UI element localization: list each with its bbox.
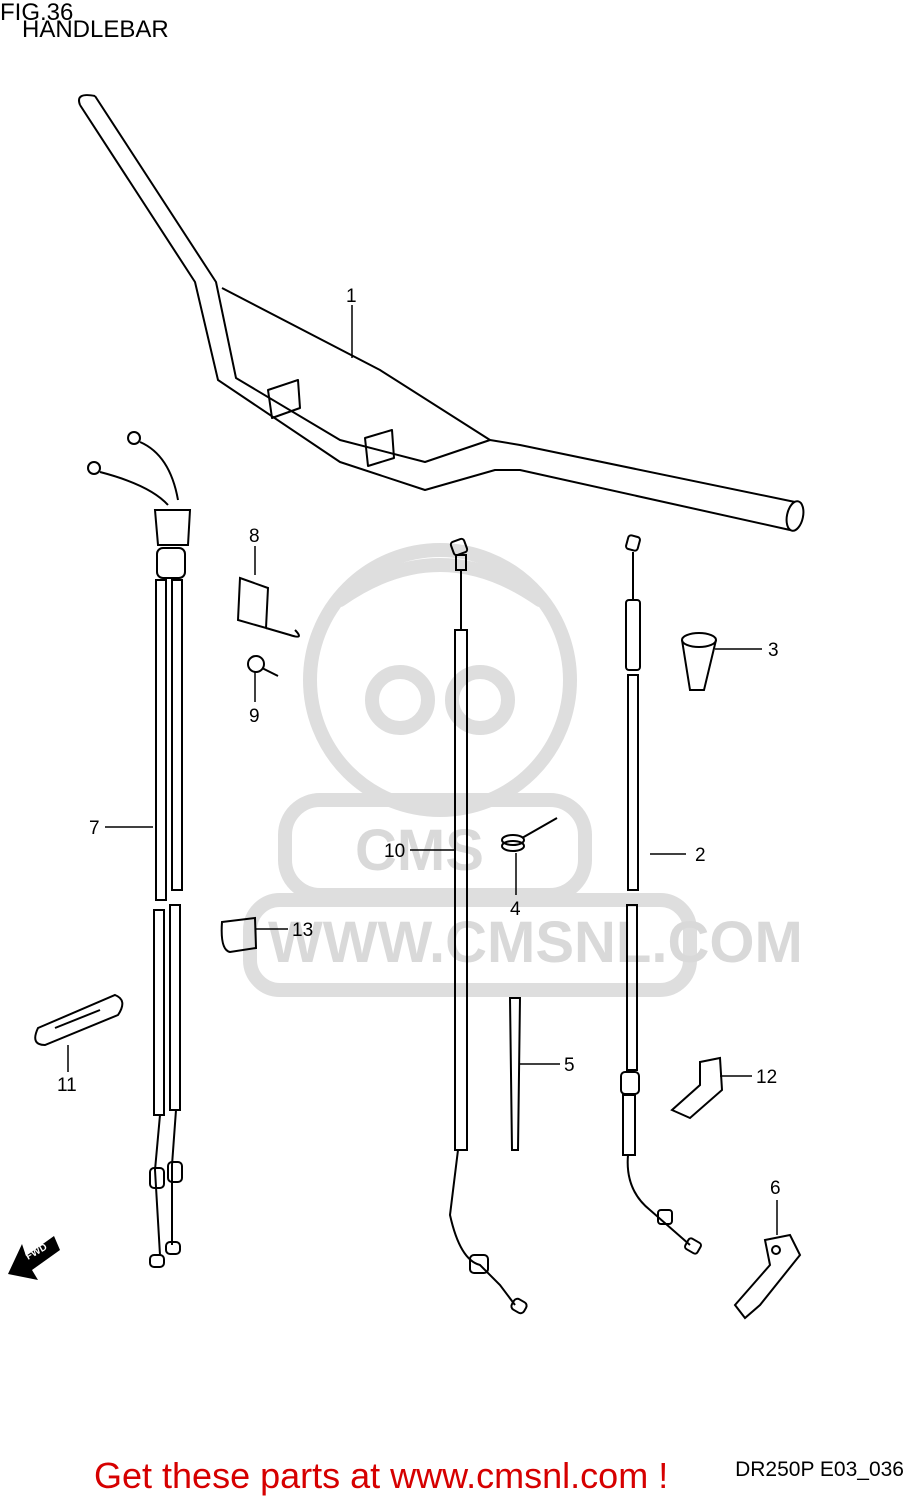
- screw-9: [247, 655, 279, 677]
- callout-11: 11: [57, 1075, 77, 1096]
- holder-11: [34, 993, 124, 1047]
- leader-lines: [67, 305, 778, 1235]
- callout-12: 12: [756, 1067, 777, 1088]
- callout-2: 2: [695, 845, 706, 866]
- grip-3: [681, 632, 717, 691]
- throttle-cables: [87, 431, 192, 1268]
- cable-2: [620, 534, 702, 1255]
- strap-5: [508, 997, 522, 1151]
- watermark: [243, 543, 697, 997]
- guide-12: [670, 1056, 724, 1120]
- figure-number: FIG.36: [0, 0, 74, 26]
- footer-link-text[interactable]: Get these parts at www.cmsnl.com !: [94, 1455, 669, 1496]
- spring-4: [501, 817, 558, 852]
- bracket-6: [733, 1233, 802, 1320]
- handlebar: [78, 94, 805, 532]
- clip-13: [220, 916, 258, 954]
- callout-10: 10: [384, 841, 405, 862]
- callout-3: 3: [768, 640, 779, 661]
- callout-7: 7: [89, 818, 100, 839]
- callout-labels: 1 2 3 4 5 6 7 8 9 10 11 12 13: [57, 286, 781, 1199]
- cable-10: [448, 537, 528, 1315]
- callout-4: 4: [510, 899, 521, 920]
- clamp-8: [236, 576, 300, 638]
- callout-13: 13: [292, 920, 313, 941]
- callout-5: 5: [564, 1055, 575, 1076]
- callout-9: 9: [249, 706, 260, 727]
- fwd-arrow-icon: FWD: [8, 1236, 60, 1280]
- figure-name: HANDLEBAR: [22, 16, 169, 43]
- callout-8: 8: [249, 526, 260, 547]
- callout-1: 1: [346, 286, 357, 307]
- watermark-text: WWW.CMSNL.COM: [268, 910, 803, 975]
- diagram-code: DR250P E03_036: [735, 1458, 904, 1481]
- callout-6: 6: [770, 1178, 781, 1199]
